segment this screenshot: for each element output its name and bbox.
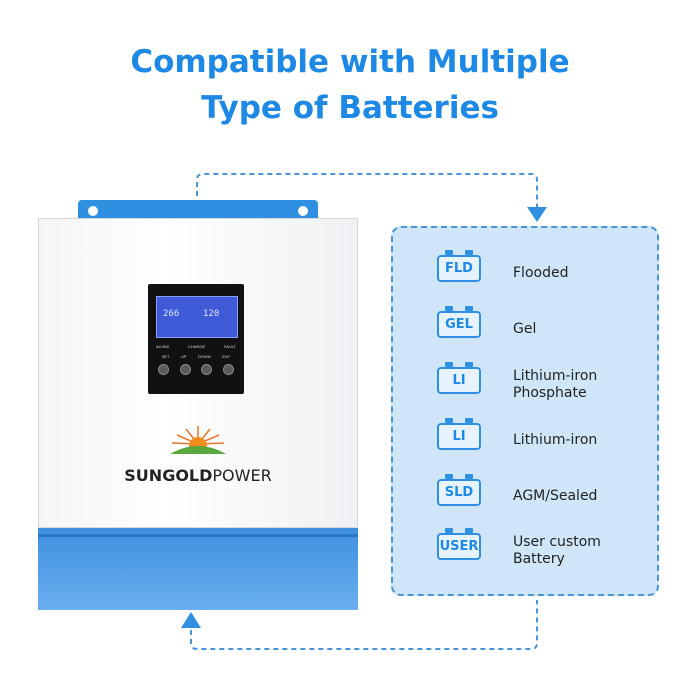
battery-type-item: GEL Gel (393, 306, 661, 356)
bottom-connector-line (190, 600, 538, 650)
battery-icon: GEL (437, 306, 481, 338)
button-label: UP (181, 354, 187, 359)
battery-code: LI (452, 429, 466, 444)
battery-type-label: Lithium-iron Phosphate (513, 368, 598, 401)
battery-type-label: AGM/Sealed (513, 488, 598, 504)
battery-type-label: Gel (513, 321, 537, 337)
battery-type-item: LI Lithium-iron (393, 418, 661, 468)
battery-type-label: Flooded (513, 265, 569, 281)
lcd-right-value: 120 (203, 309, 220, 319)
battery-icon: LI (437, 362, 481, 394)
brand-bold: SUNGOLD (124, 466, 213, 485)
battery-code: LI (452, 373, 466, 388)
battery-type-item: FLD Flooded (393, 250, 661, 300)
control-panel: 266 120 AC/INV CHARGE FAULT SET UP DOWN … (148, 284, 244, 394)
lcd-screen: 266 120 (156, 296, 238, 338)
set-key (158, 364, 169, 375)
enter-key (222, 364, 234, 375)
indicator-label: FAULT (223, 344, 236, 349)
headline-line-1: Compatible with Multiple (130, 44, 570, 80)
down-arrow-icon (527, 207, 547, 222)
battery-type-label: User custom Battery (513, 534, 601, 567)
inverter-base (38, 528, 358, 610)
up-key (179, 364, 191, 375)
down-key (201, 364, 213, 375)
indicator-label: AC/INV (156, 344, 170, 349)
battery-icon: FLD (437, 250, 481, 282)
brand-rest: POWER (212, 466, 272, 485)
mounting-hole (88, 206, 98, 216)
top-connector-line (196, 173, 538, 208)
battery-icon: USER (437, 528, 481, 560)
indicator-row: AC/INV CHARGE FAULT (156, 344, 236, 349)
battery-type-label: Lithium-iron (513, 432, 598, 448)
battery-code: USER (439, 539, 479, 554)
indicator-label: CHARGE (188, 344, 206, 349)
battery-type-item: USER User custom Battery (393, 528, 661, 578)
button-label: ENT (222, 354, 231, 359)
inverter-device: 266 120 AC/INV CHARGE FAULT SET UP DOWN … (38, 200, 358, 610)
button-label: DOWN (198, 354, 211, 359)
up-arrow-icon (181, 612, 201, 628)
battery-type-item: LI Lithium-iron Phosphate (393, 362, 661, 412)
mounting-hole (298, 206, 308, 216)
battery-types-panel: FLD Flooded GEL Gel LI Lithium-iron Phos… (391, 226, 659, 596)
battery-code: SLD (444, 485, 474, 500)
battery-code: GEL (445, 317, 473, 332)
battery-code: FLD (445, 261, 473, 276)
sun-logo-icon (170, 426, 226, 454)
battery-type-item: SLD AGM/Sealed (393, 474, 661, 524)
button-row (158, 364, 234, 375)
brand-name: SUNGOLDPOWER (38, 466, 358, 485)
button-label: SET (161, 354, 170, 359)
battery-icon: LI (437, 418, 481, 450)
lcd-left-value: 266 (163, 309, 180, 319)
mounting-bracket (78, 200, 318, 222)
battery-icon: SLD (437, 474, 481, 506)
headline-line-2: Type of Batteries (201, 90, 499, 126)
